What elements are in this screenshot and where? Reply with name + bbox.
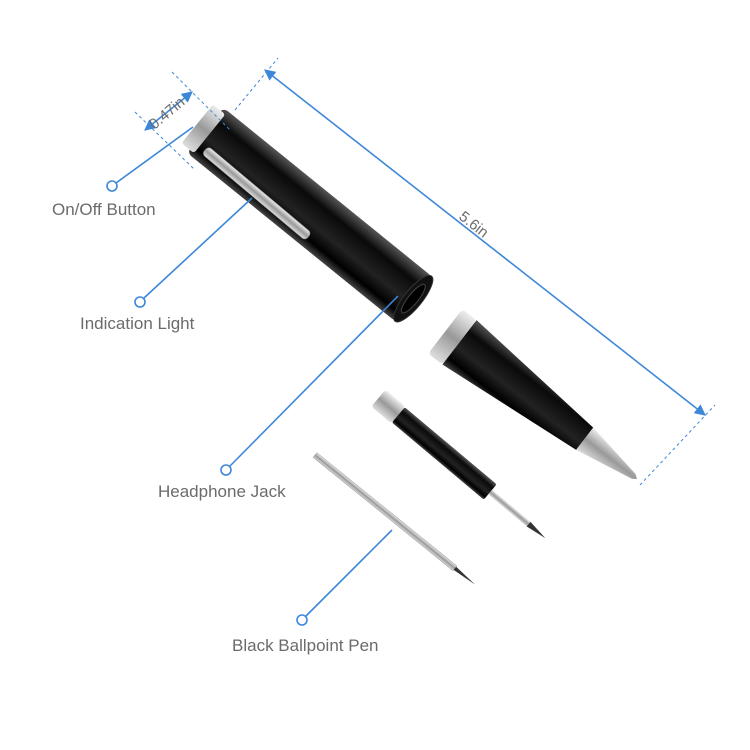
indication-leader — [143, 197, 253, 299]
indication-marker — [134, 296, 146, 308]
on-off-marker — [106, 180, 118, 192]
pen-body — [182, 105, 434, 323]
ink-refill — [312, 452, 476, 585]
on-off-leader — [115, 126, 194, 184]
ballpoint-leader — [305, 529, 393, 617]
headphone-marker — [220, 464, 232, 476]
headphone-leader — [229, 295, 399, 467]
on-off-button-label: On/Off Button — [52, 200, 156, 219]
headphone-jack-label: Headphone Jack — [158, 482, 286, 501]
length-dimension — [234, 57, 716, 486]
diameter-dimension — [134, 71, 231, 171]
ballpoint-marker — [296, 614, 308, 626]
indication-light-label: Indication Light — [80, 314, 195, 333]
ballpoint-pen-label: Black Ballpoint Pen — [232, 636, 379, 655]
